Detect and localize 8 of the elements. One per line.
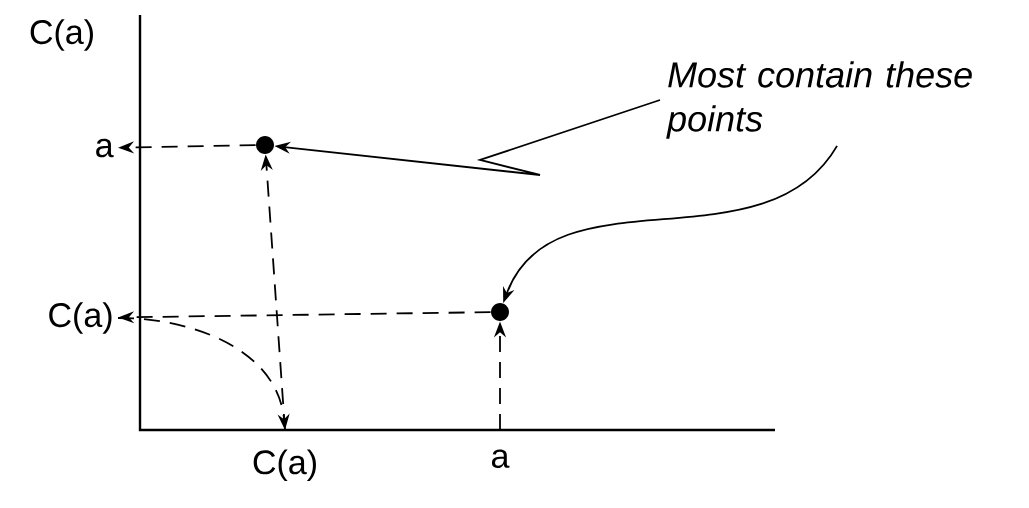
tick-label: a — [96, 138, 114, 158]
tick-label: C(a) — [49, 302, 112, 334]
axis-label: C(a) — [30, 19, 93, 51]
annotation-text: Most contain these points — [666, 61, 972, 139]
tick-label: C(a) — [253, 449, 316, 482]
point-dot — [491, 303, 509, 321]
tick-label: a — [492, 449, 510, 469]
point-dot — [256, 136, 274, 154]
